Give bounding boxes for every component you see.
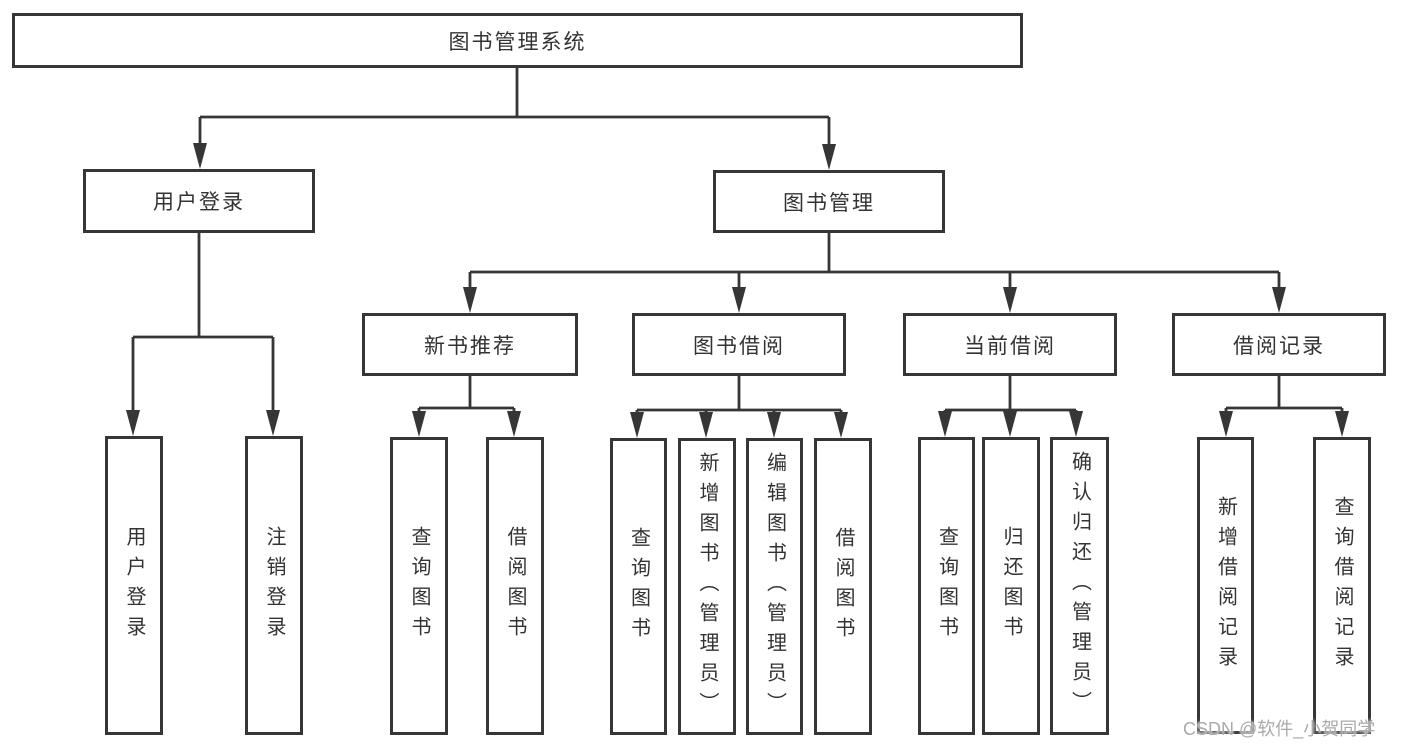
node-current-borrowing: 当前借阅 (903, 313, 1117, 376)
leaf-logout: 注销登录 (245, 436, 303, 735)
leaf-query-borrow-record: 查询借阅记录 (1313, 437, 1371, 734)
node-borrowing-records: 借阅记录 (1172, 313, 1386, 376)
leaf-edit-book-admin: 编辑图书（管理员） (746, 438, 803, 735)
leaf-borrow-books-recommend: 借阅图书 (486, 437, 544, 735)
watermark: CSDN @软件_小贺同学 (1183, 719, 1376, 739)
arrowhead-icons (126, 143, 1349, 438)
leaf-add-borrow-record: 新增借阅记录 (1197, 437, 1254, 734)
leaf-query-books-borrowing: 查询图书 (610, 438, 667, 735)
leaf-query-books-current: 查询图书 (918, 437, 975, 735)
leaf-confirm-return-admin: 确认归还（管理员） (1050, 437, 1109, 735)
node-new-book-recommendation: 新书推荐 (362, 313, 578, 376)
leaf-return-books: 归还图书 (982, 437, 1040, 735)
leaf-add-book-admin: 新增图书（管理员） (678, 438, 736, 735)
node-user-login: 用户登录 (83, 169, 315, 233)
leaf-borrow-books-borrowing: 借阅图书 (814, 438, 872, 735)
node-library-management-system: 图书管理系统 (12, 13, 1023, 68)
leaf-query-books-recommend: 查询图书 (390, 437, 448, 735)
leaf-user-login: 用户登录 (105, 436, 163, 735)
node-book-borrowing: 图书借阅 (632, 313, 846, 376)
node-book-management: 图书管理 (713, 170, 945, 233)
